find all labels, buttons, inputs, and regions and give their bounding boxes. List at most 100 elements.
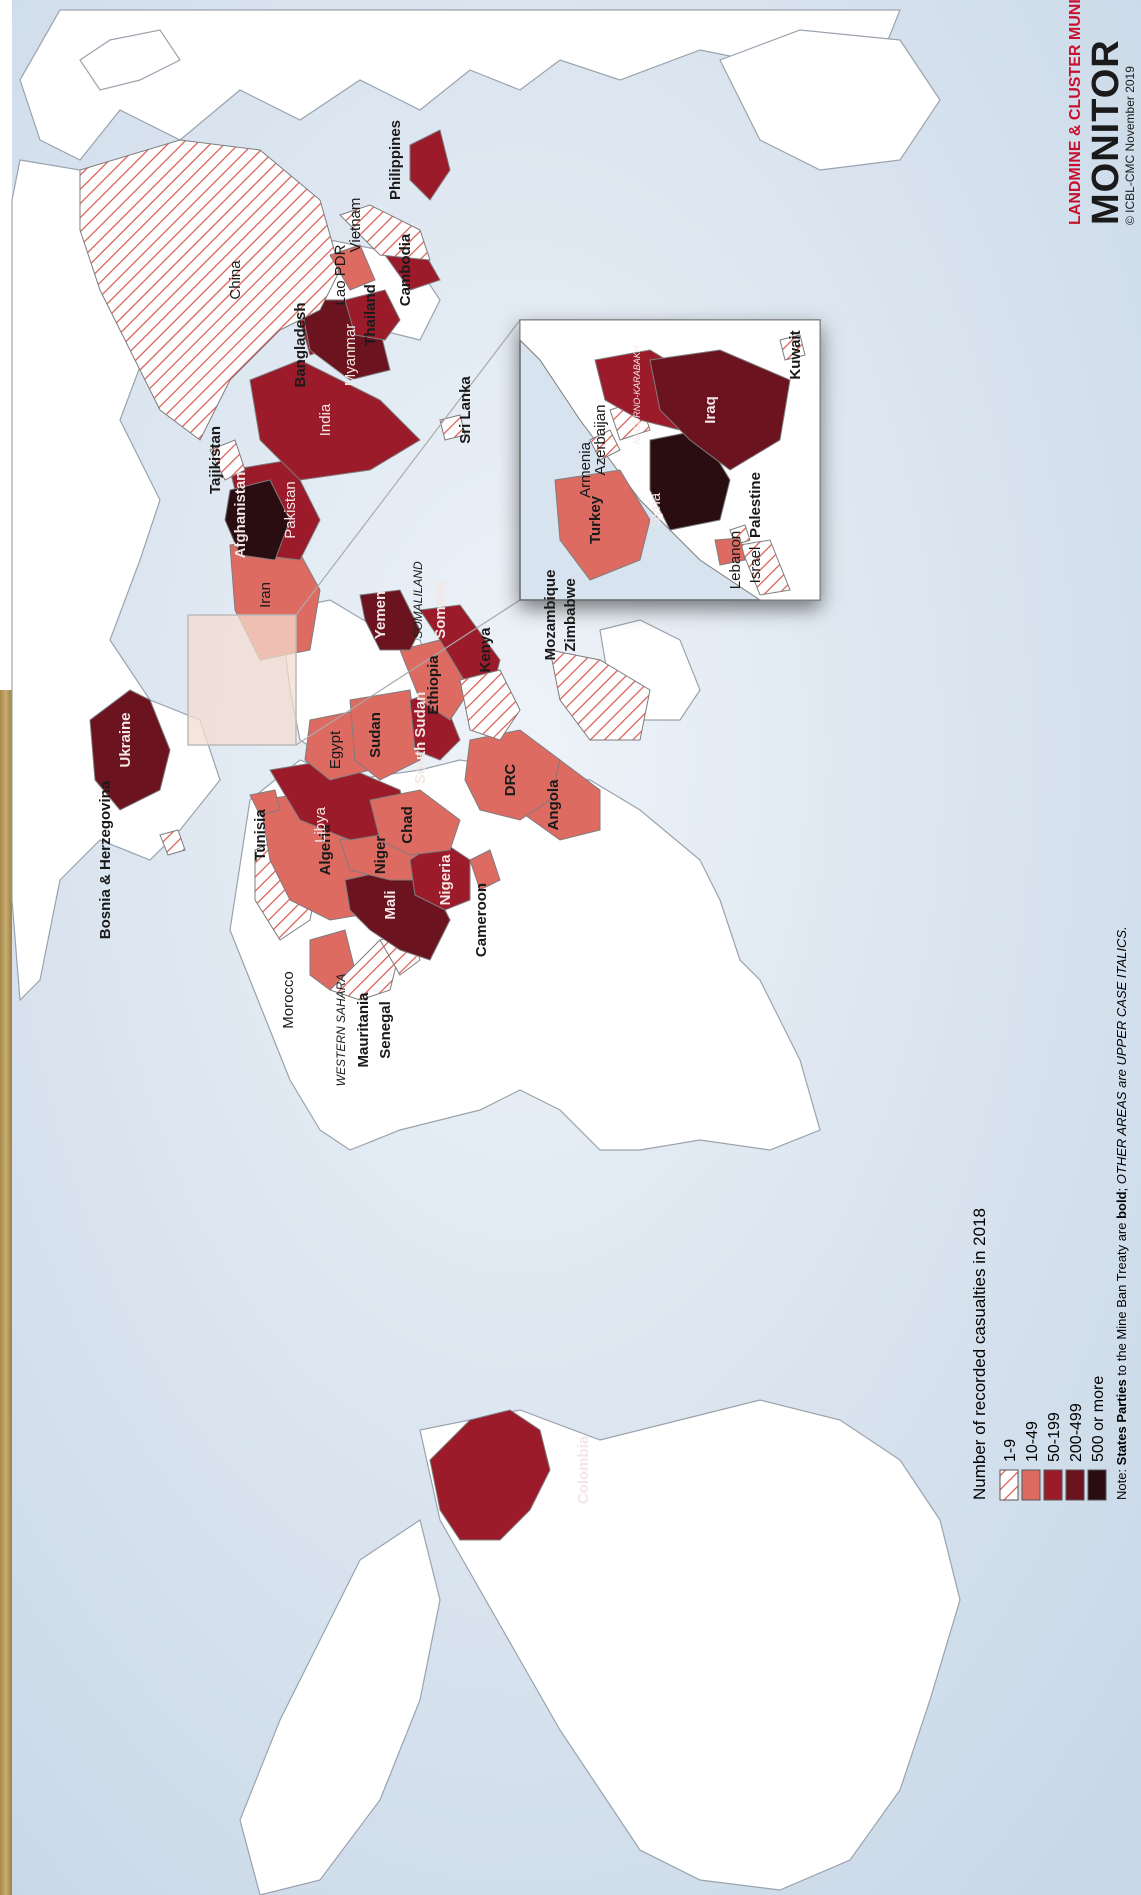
land-australia [719,29,941,171]
region-lao-pdr [329,244,376,291]
legend-swatch-0 [999,1469,1019,1501]
label-lao-pdr: Lao PDR [332,244,349,305]
label-bosnia-herzegovina: Bosnia & Herzegovina [97,780,114,939]
inset-label-kuwait: Kuwait [787,330,804,379]
legend-swatch-4 [1087,1469,1107,1501]
label-tajikistan: Tajikistan [207,426,224,494]
label-egypt: Egypt [327,730,344,769]
note-bold-word: bold [1114,1191,1129,1218]
colored-countries [79,129,651,1541]
region-cameroon [469,849,501,891]
label-tunisia: Tunisia [252,809,269,861]
region-colombia [429,1409,551,1541]
inset-label-palestine: Palestine [747,472,764,538]
label-pakistan: Pakistan [282,481,299,539]
legend-title: Number of recorded casualties in 2018 [970,1208,989,1500]
inset-region-israel [739,539,791,596]
label-india: India [317,403,334,436]
label-ukraine: Ukraine [117,712,134,767]
inset-countries [519,319,821,601]
label-cambodia: Cambodia [397,233,414,306]
legend-swatch-1 [1021,1469,1041,1501]
label-bangladesh: Bangladesh [292,302,309,387]
landmasses [11,9,961,1895]
region-drc [464,729,561,821]
label-yemen: Yemen [372,591,389,639]
note-mid: to the Mine Ban Treaty are [1114,1219,1129,1379]
inset-label-nagorno-karabakh: NAGORNO-KARABAKH [632,345,642,444]
label-algeria: Algeria [317,824,334,876]
label-sudan: Sudan [367,712,384,758]
label-angola: Angola [545,779,562,830]
inset-label-iraq: Iraq [702,396,719,424]
label-thailand: Thailand [362,284,379,346]
legend-label-1: 10-49 [1024,1421,1041,1462]
note-bold-states: States Parties [1114,1379,1129,1465]
region-india [249,359,421,481]
label-sri-lanka: Sri Lanka [457,376,474,444]
region-chad [369,789,461,856]
inset-label-syria: Syria [647,492,664,527]
label-colombia: Colombia [575,1435,592,1504]
legend-swatch-3 [1065,1469,1085,1501]
region-kenya [459,669,521,741]
label-zimbabwe: Zimbabwe [562,578,579,651]
region-yemen [359,589,421,651]
region-afghanistan [224,479,291,561]
label-nigeria: Nigeria [437,854,454,906]
label-myanmar: Myanmar [342,324,359,387]
land-japan [79,29,181,91]
label-senegal: Senegal [377,1001,394,1059]
region-ethiopia [399,639,471,721]
inset-label-armenia: Armenia [577,441,594,498]
label-western-sahara: WESTERN SAHARA [334,974,348,1087]
label-chad: Chad [399,806,416,844]
inset-label-lebanon: Lebanon [727,531,744,589]
map-note: Note: States Parties to the Mine Ban Tre… [1114,926,1129,1500]
legend-label-0: 1-9 [1002,1439,1019,1462]
label-somaliland: SOMALILAND [411,561,425,639]
land-central-america [239,1519,441,1895]
note-mid2: ; [1114,1184,1129,1191]
label-philippines: Philippines [387,120,404,200]
brand-line1: LANDMINE & CLUSTER MUNITION [1067,0,1084,225]
note-prefix: Note: [1114,1465,1129,1500]
label-cameroon: Cameroon [473,883,490,957]
brand-logo: MONITOR [1085,39,1127,225]
land-south-america [419,1399,961,1891]
label-mozambique: Mozambique [542,570,559,661]
region-mozambique [549,649,651,741]
region-tajikistan [209,439,246,481]
label-vietnam: Vietnam [347,198,364,253]
note-italic: OTHER AREAS are UPPER CASE ITALICS. [1114,926,1129,1184]
legend-label-3: 200-499 [1068,1403,1085,1462]
inset-label-azerbaijan: Azerbaijan [592,405,609,476]
brand-copyright: © ICBL-CMC November 2019 [1123,66,1137,225]
label-china: China [227,260,244,300]
legend-label-2: 50-199 [1046,1412,1063,1462]
region-bosnia-herzegovina [159,829,186,856]
region-vietnam [339,204,431,261]
label-somalia: Somalia [432,581,449,639]
side-decor-bar [0,690,12,1895]
legend-swatch-2 [1043,1469,1063,1501]
inset-region-armenia [589,429,621,461]
label-south-sudan: South Sudan [412,692,429,785]
label-ethiopia: Ethiopia [425,655,442,715]
label-afghanistan: Afghanistan [232,472,249,559]
inset-focus-box [187,614,297,746]
region-china [79,139,341,441]
inset-region-iraq [649,349,791,471]
inset-region-kuwait [779,334,806,361]
inset-label-israel: Israel [747,547,764,584]
label-drc: DRC [502,764,519,797]
region-sudan [349,689,421,781]
label-kenya: Kenya [477,627,494,673]
region-sri-lanka [439,414,466,441]
inset-region-palestine [714,537,746,566]
region-tunisia [249,789,281,816]
label-niger: Niger [372,836,389,875]
